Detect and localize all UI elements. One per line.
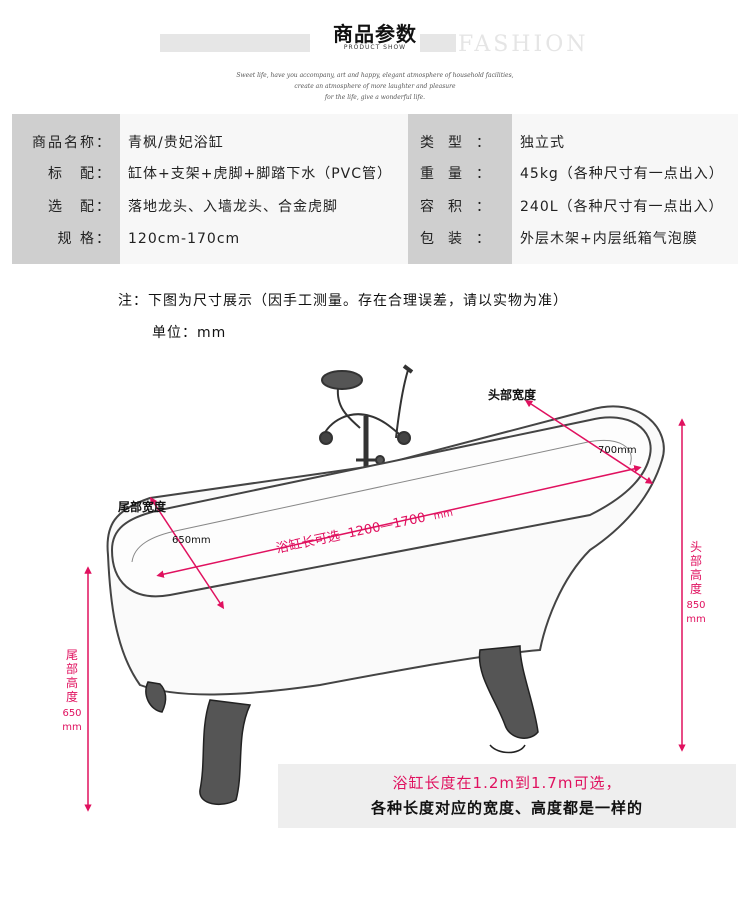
bathtub-body [106, 405, 665, 696]
spec-label: 类型： [420, 135, 504, 151]
head-height-unit: mm [686, 614, 706, 625]
header-bar-right [420, 34, 456, 52]
length-note-line-1: 浴缸长度在1.2m到1.7m可选， [392, 774, 622, 792]
page-subtitle: PRODUCT SHOW [343, 44, 407, 51]
spec-row: 标 配： 缸体+支架+虎脚+脚踏下水（PVC管） 重量： 45kg（各种尺寸有一… [12, 158, 738, 191]
spec-label: 选 配： [48, 199, 112, 215]
slogan-line-2: create an atmosphere of more laughter an… [294, 83, 456, 90]
measurement-note: 注：下图为尺寸展示（因手工测量。存在合理误差，请以实物为准） [118, 293, 568, 309]
spec-label: 标 配： [48, 166, 112, 182]
spec-table: 商品名称： 青枫/贵妃浴缸 类型： 独立式 标 配： 缸体+支架+虎脚+脚踏下水… [12, 114, 738, 264]
bathtub-illustration [84, 364, 686, 812]
head-width-value: 700mm [598, 445, 637, 456]
spec-label: 容积： [420, 199, 504, 215]
bathtub-diagram: 头部宽度 700mm 尾部宽度 650mm 浴缸长可选 1200—1700 mm… [0, 350, 750, 830]
tail-height-unit: mm [62, 722, 82, 733]
length-note-line-2: 各种长度对应的宽度、高度都是一样的 [370, 799, 643, 817]
claw-foot-icon [145, 645, 539, 806]
spec-value: 120cm-170cm [128, 231, 241, 247]
tail-height-label: 尾部高度 [65, 648, 78, 704]
spec-value: 落地龙头、入墙龙头、合金虎脚 [128, 199, 338, 215]
tail-height-value: 650 [62, 708, 82, 719]
spec-value: 缸体+支架+虎脚+脚踏下水（PVC管） [128, 166, 392, 182]
head-height-label: 头部高度 [689, 540, 702, 596]
spec-label: 规 格： [57, 231, 112, 247]
spec-value: 独立式 [520, 135, 565, 151]
spec-value: 青枫/贵妃浴缸 [128, 135, 224, 151]
spec-label: 重量： [420, 166, 504, 182]
spec-row: 商品名称： 青枫/贵妃浴缸 类型： 独立式 [12, 127, 738, 160]
spec-value: 240L（各种尺寸有一点出入） [520, 199, 724, 215]
spec-label: 商品名称： [32, 135, 112, 151]
head-width-label: 头部宽度 [488, 388, 537, 402]
slogan-line-1: Sweet life, have you accompany, art and … [236, 72, 514, 79]
fashion-watermark: FASHION [458, 32, 589, 57]
slogan-line-3: for the life, give a wonderful life. [324, 94, 426, 101]
spec-label: 包装： [420, 231, 504, 247]
header-bar-left [160, 34, 310, 52]
spec-value: 外层木架+内层纸箱气泡膜 [520, 231, 698, 247]
head-height-value: 850 [686, 600, 706, 611]
spec-row: 规 格： 120cm-170cm 包装： 外层木架+内层纸箱气泡膜 [12, 223, 738, 256]
tail-width-value: 650mm [172, 535, 211, 546]
length-note-box: 浴缸长度在1.2m到1.7m可选， 各种长度对应的宽度、高度都是一样的 [278, 764, 736, 828]
unit-note: 单位：mm [152, 325, 227, 341]
spec-value: 45kg（各种尺寸有一点出入） [520, 166, 724, 182]
spec-row: 选 配： 落地龙头、入墙龙头、合金虎脚 容积： 240L（各种尺寸有一点出入） [12, 191, 738, 224]
slogan: Sweet life, have you accompany, art and … [180, 70, 570, 103]
tail-width-label: 尾部宽度 [118, 500, 167, 514]
page-title: 商品参数 [333, 22, 417, 46]
faucet-icon [319, 364, 414, 480]
